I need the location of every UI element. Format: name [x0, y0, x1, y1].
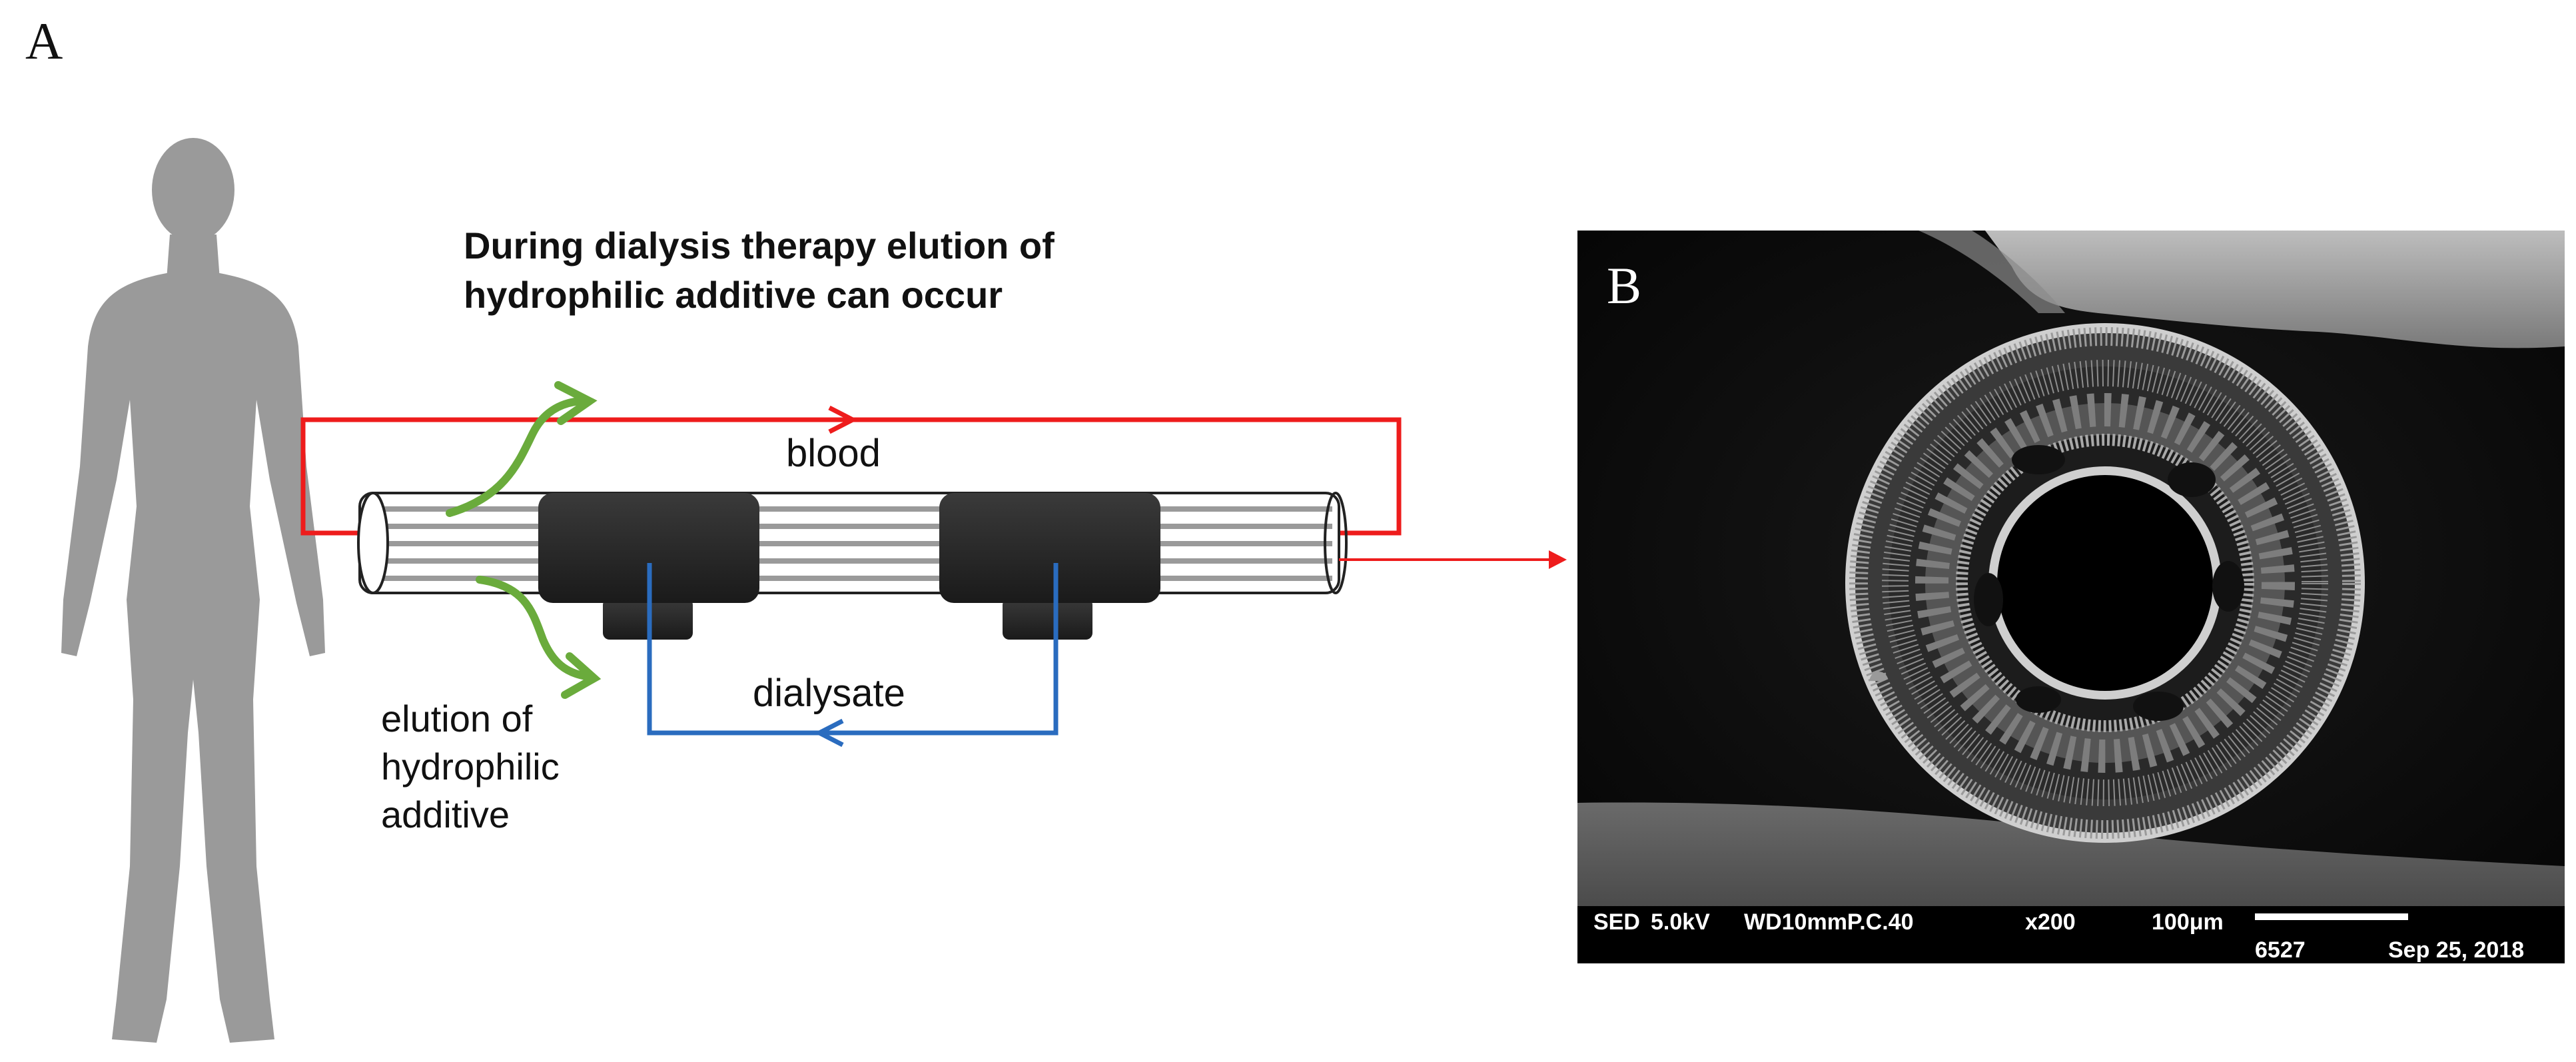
- sem-micrograph: [1577, 231, 2565, 963]
- sem-scale-label: 100μm: [2152, 909, 2224, 935]
- elution-label-line-2: hydrophilic: [381, 746, 560, 788]
- elution-label-line-3: additive: [381, 794, 510, 835]
- headline-line-2: hydrophilic additive can occur: [464, 274, 1003, 316]
- sem-date: Sep 25, 2018: [2388, 937, 2524, 963]
- headline-line-1: During dialysis therapy elution of: [464, 225, 1055, 266]
- panel-a-letter: A: [25, 12, 63, 70]
- sem-magnification: x200: [2025, 909, 2076, 935]
- dialysate-circuit: [647, 563, 1059, 748]
- sem-working-distance: WD10mmP.C.40: [1744, 909, 1914, 935]
- dialyzer-housing-right: [939, 493, 1160, 640]
- panel-b-letter: B: [1607, 257, 1641, 314]
- sem-image-number: 6527: [2255, 937, 2306, 963]
- connector-arrow-head: [1549, 550, 1567, 569]
- blood-label: blood: [786, 432, 881, 475]
- sem-scale-bar: [2255, 913, 2408, 920]
- sem-info-text: SED 5.0kV WD10mmP.C.40 x200 100μm 6527 S…: [1593, 909, 2524, 963]
- sem-voltage: 5.0kV: [1651, 909, 1710, 935]
- blood-direction-arrow: [828, 405, 858, 434]
- dialyzer-fiber-bundle: [357, 492, 1348, 594]
- elution-arrow-lower: [476, 576, 590, 680]
- dialysate-label: dialysate: [753, 672, 905, 715]
- elution-arrow-upper-head: [554, 381, 598, 425]
- fiber-lumen: [1997, 475, 2213, 691]
- dialysate-direction-arrow: [814, 718, 844, 748]
- elution-arrows: [446, 381, 602, 699]
- human-silhouette-icon: [61, 138, 325, 1043]
- dialysate-loop-line: [647, 563, 1059, 736]
- blood-circuit: [300, 405, 1402, 536]
- elution-label-line-1: elution of: [381, 698, 533, 740]
- dialyzer-housing-left: [538, 493, 759, 640]
- elution-arrow-upper: [446, 397, 584, 517]
- elution-arrow-lower-head: [561, 652, 602, 699]
- sem-detector: SED: [1593, 909, 1640, 935]
